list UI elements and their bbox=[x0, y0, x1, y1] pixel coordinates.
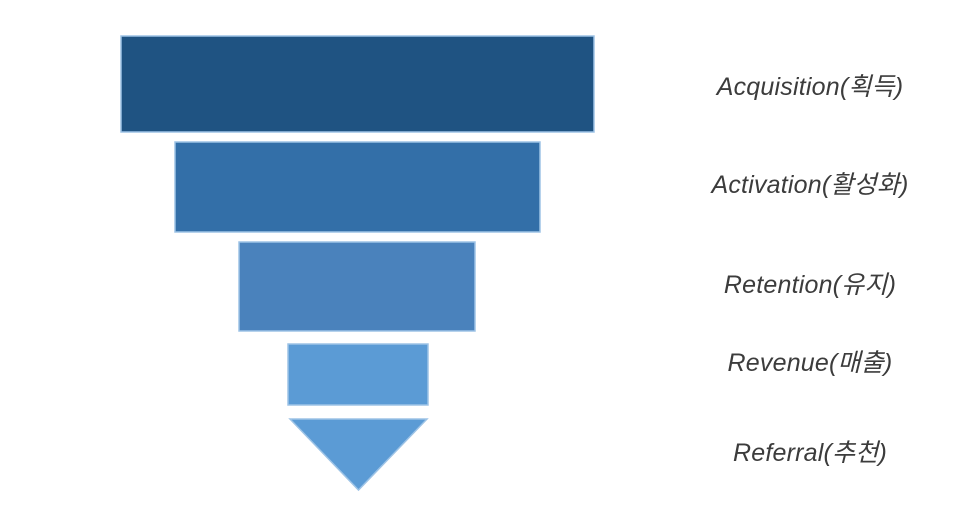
funnel-labels-area: Acquisition(획득) Activation(활성화) Retentio… bbox=[640, 0, 980, 520]
funnel-shapes-area bbox=[120, 35, 595, 492]
funnel-label-retention: Retention(유지) bbox=[723, 271, 897, 299]
funnel-label-activation: Activation(활성화) bbox=[711, 171, 909, 199]
funnel-segment-referral[interactable] bbox=[288, 418, 429, 492]
funnel-segment-revenue[interactable] bbox=[287, 343, 429, 406]
funnel-segment-activation[interactable] bbox=[174, 141, 541, 233]
funnel-segment-acquisition[interactable] bbox=[120, 35, 595, 133]
funnel-segment-retention[interactable] bbox=[238, 241, 476, 332]
funnel-label-revenue: Revenue(매출) bbox=[727, 349, 893, 377]
funnel-label-referral: Referral(추천) bbox=[733, 439, 887, 467]
funnel-diagram bbox=[120, 35, 595, 492]
funnel-label-acquisition: Acquisition(획득) bbox=[716, 73, 904, 101]
